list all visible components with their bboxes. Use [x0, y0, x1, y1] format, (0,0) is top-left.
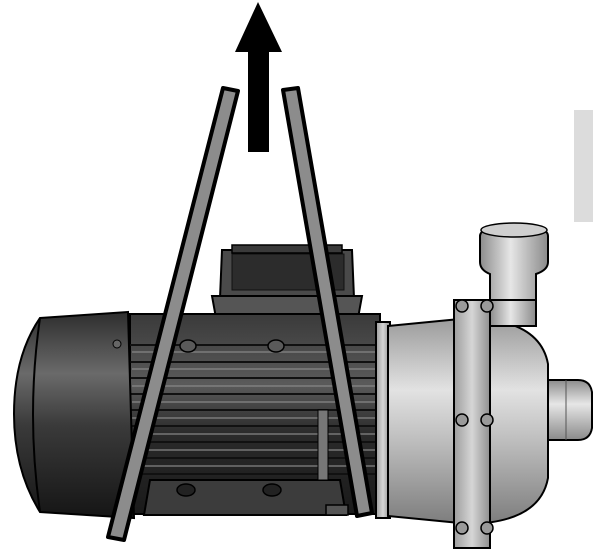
discharge-pipe [479, 222, 549, 327]
left-lifting-strap [106, 86, 240, 542]
hex-bolt-icon [455, 299, 494, 535]
up-arrow-icon [235, 2, 282, 152]
lifting-strap-icon [106, 86, 374, 542]
side-panel [574, 110, 593, 222]
fan-cover [12, 310, 136, 520]
terminal-box [210, 244, 364, 319]
right-lifting-strap [281, 86, 374, 518]
suction-pipe [547, 379, 593, 441]
pump-housing [387, 299, 549, 549]
